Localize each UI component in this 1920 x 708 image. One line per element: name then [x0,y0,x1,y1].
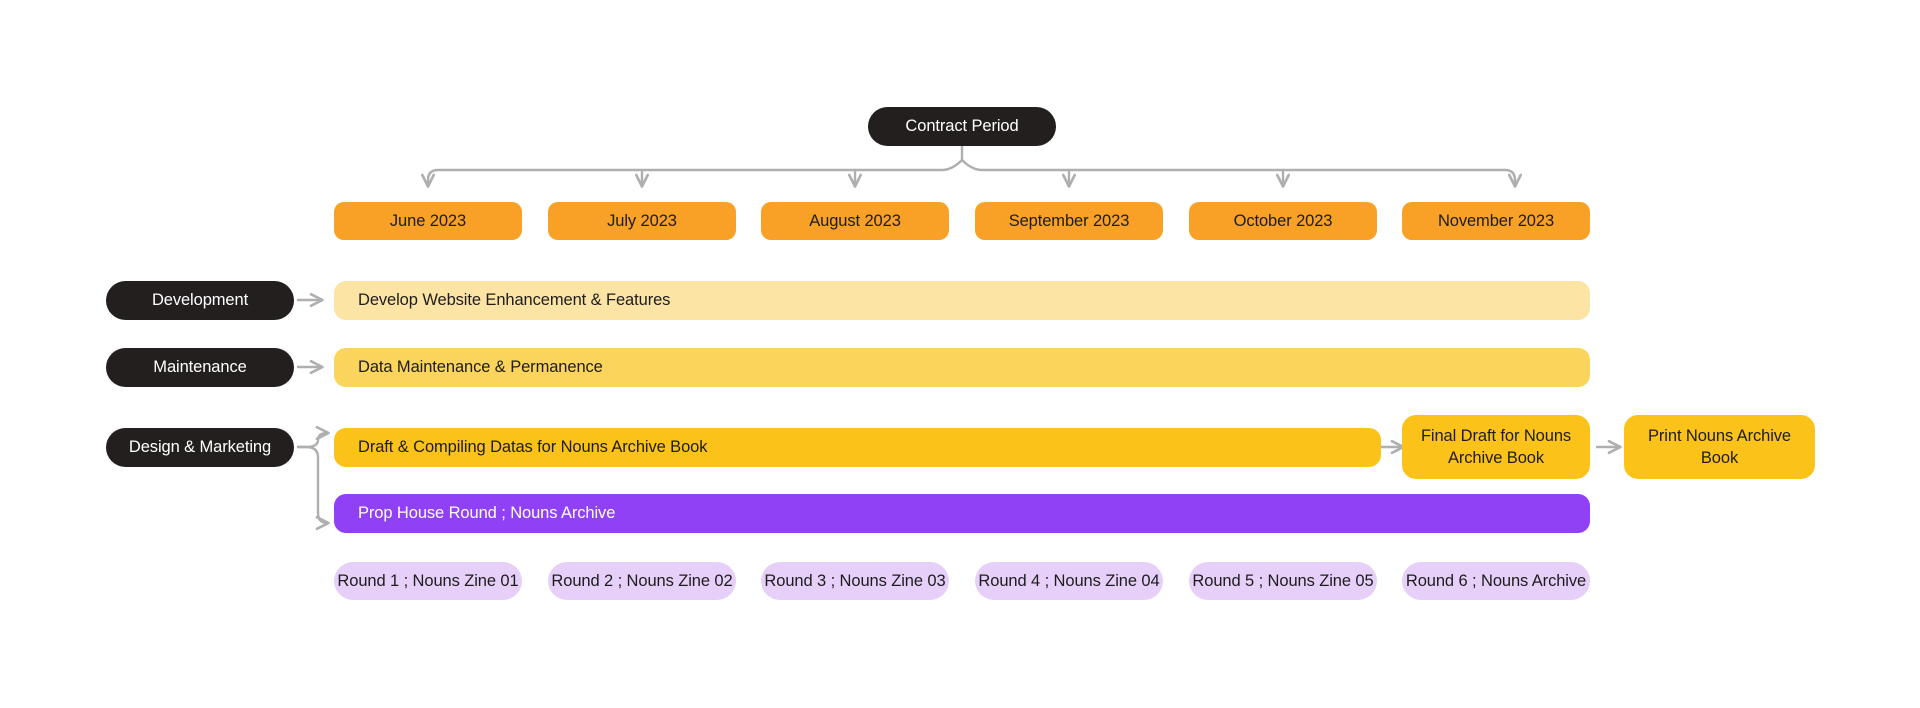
month-label: November 2023 [1437,211,1555,230]
month-label: July 2023 [607,211,677,230]
month-pill-august[interactable]: August 2023 [761,202,949,240]
task-box-final-draft[interactable]: Final Draft for Nouns Archive Book [1402,415,1590,479]
category-label: Development [151,291,249,309]
category-label-design-marketing[interactable]: Design & Marketing [106,428,294,467]
category-label: Design & Marketing [128,438,272,456]
category-label-maintenance[interactable]: Maintenance [106,348,294,387]
task-bar-draft-compiling[interactable]: Draft & Compiling Datas for Nouns Archiv… [334,428,1381,467]
month-pill-october[interactable]: October 2023 [1189,202,1377,240]
round-label: Round 1 ; Nouns Zine 01 [337,571,519,590]
round-label: Round 6 ; Nouns Archive [1405,571,1587,590]
task-bar-prop-house[interactable]: Prop House Round ; Nouns Archive [334,494,1590,533]
task-box-print[interactable]: Print Nouns Archive Book [1624,415,1815,479]
task-bar-label: Develop Website Enhancement & Features [358,291,671,309]
round-label: Round 4 ; Nouns Zine 04 [978,571,1160,590]
round-label: Round 2 ; Nouns Zine 02 [551,571,733,590]
round-pill-5[interactable]: Round 5 ; Nouns Zine 05 [1189,562,1377,600]
task-bar-label: Prop House Round ; Nouns Archive [358,504,616,522]
month-pill-july[interactable]: July 2023 [548,202,736,240]
task-bar-development[interactable]: Develop Website Enhancement & Features [334,281,1590,320]
task-bar-maintenance[interactable]: Data Maintenance & Permanence [334,348,1590,387]
round-pill-2[interactable]: Round 2 ; Nouns Zine 02 [548,562,736,600]
month-label: June 2023 [389,211,467,230]
task-bar-label: Data Maintenance & Permanence [358,358,603,376]
round-pill-3[interactable]: Round 3 ; Nouns Zine 03 [761,562,949,600]
round-label: Round 3 ; Nouns Zine 03 [764,571,946,590]
round-pill-1[interactable]: Round 1 ; Nouns Zine 01 [334,562,522,600]
month-pill-september[interactable]: September 2023 [975,202,1163,240]
contract-period-label: Contract Period [905,117,1019,135]
round-pill-4[interactable]: Round 4 ; Nouns Zine 04 [975,562,1163,600]
month-pill-june[interactable]: June 2023 [334,202,522,240]
month-pill-november[interactable]: November 2023 [1402,202,1590,240]
task-box-label: Final Draft for Nouns Archive Book [1420,426,1572,467]
task-box-label: Print Nouns Archive Book [1648,426,1791,467]
round-label: Round 5 ; Nouns Zine 05 [1192,571,1374,590]
month-label: August 2023 [809,211,901,230]
contract-period-node[interactable]: Contract Period [868,107,1056,146]
month-label: October 2023 [1233,211,1333,230]
round-pill-6[interactable]: Round 6 ; Nouns Archive [1402,562,1590,600]
category-label-development[interactable]: Development [106,281,294,320]
month-label: September 2023 [1008,211,1130,230]
task-bar-label: Draft & Compiling Datas for Nouns Archiv… [358,438,708,456]
category-label: Maintenance [153,358,247,376]
